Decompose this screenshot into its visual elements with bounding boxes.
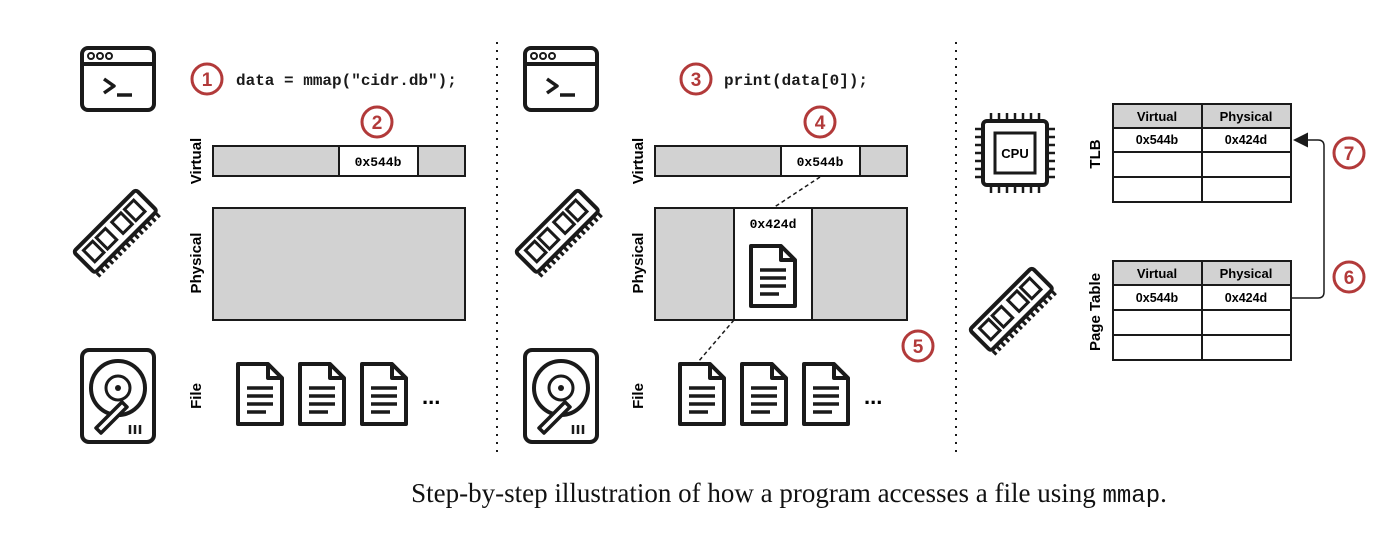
hard-drive-icon: [80, 348, 156, 444]
tlb-table: Virtual Physical 0x544b 0x424d: [1112, 103, 1292, 203]
hard-drive-icon: [523, 348, 599, 444]
step-6-circle: [1332, 260, 1366, 294]
panel-3: CPU TLB Page Table Virtual Physical 0x54…: [970, 103, 1366, 361]
file-ellipsis: ...: [422, 384, 440, 409]
ram-icon: [74, 190, 160, 276]
mmap-diagram: 1 data = mmap("cidr.db"); 2 Virtual 0x54…: [0, 42, 1366, 455]
virtual-page: [338, 145, 419, 177]
step-1-number: 1: [202, 70, 213, 91]
file-page-icon: [360, 362, 408, 426]
virtual-label: Virtual: [188, 138, 205, 184]
panel-2: 3 print(data[0]); 4 Virtual 0x544b Physi…: [516, 46, 935, 444]
page-table-cell-physical: 0x424d: [1225, 291, 1267, 305]
file-label: File: [630, 383, 647, 409]
panel-1: 1 data = mmap("cidr.db"); 2 Virtual 0x54…: [74, 46, 466, 444]
file-page-icon: [740, 362, 788, 426]
tlb-cell-virtual: 0x544b: [1136, 133, 1179, 147]
tlb-label: TLB: [1087, 139, 1104, 168]
file-page-icon: [298, 362, 346, 426]
page-table-header-virtual: Virtual: [1137, 266, 1177, 281]
mmap-code: data = mmap("cidr.db");: [236, 72, 457, 90]
step-2-number: 2: [372, 113, 383, 134]
file-page-icon: [678, 362, 726, 426]
file-page-icon: [802, 362, 850, 426]
physical-memory-box: [212, 207, 466, 321]
physical-label: Physical: [188, 233, 205, 294]
step-3-number: 3: [691, 70, 702, 91]
step-6-number: 6: [1344, 268, 1355, 289]
physical-address: 0x424d: [750, 217, 797, 232]
step-5-circle: [901, 329, 935, 363]
caption-period: .: [1160, 478, 1167, 508]
tlb-cell-physical: 0x424d: [1225, 133, 1267, 147]
tlb-header-virtual: Virtual: [1137, 109, 1177, 124]
step-1-circle: [190, 62, 224, 96]
step-7-circle: [1332, 136, 1366, 170]
step-3-circle: [679, 62, 713, 96]
physical-label: Physical: [630, 233, 647, 294]
page-table-label: Page Table: [1087, 273, 1104, 351]
virtual-page: [780, 145, 861, 177]
loaded-page-icon: [749, 244, 797, 308]
cpu-chip-label: CPU: [1001, 146, 1028, 161]
virtual-address: 0x544b: [797, 155, 844, 170]
file-ellipsis: ...: [864, 384, 882, 409]
caption-text: Step-by-step illustration of how a progr…: [411, 478, 1103, 508]
terminal-icon: [80, 46, 156, 112]
page-table-to-tlb-arrow: [1291, 132, 1325, 299]
step-5-number: 5: [913, 337, 924, 358]
ram-icon: [516, 190, 602, 276]
ram-icon: [970, 268, 1056, 354]
figure-caption: Step-by-step illustration of how a progr…: [0, 478, 1386, 510]
step-4-number: 4: [815, 113, 826, 134]
file-label: File: [188, 383, 205, 409]
tlb-header-physical: Physical: [1220, 109, 1273, 124]
virtual-to-physical-mapping-line: [772, 176, 821, 209]
step-2-circle: [360, 105, 394, 139]
virtual-label: Virtual: [630, 138, 647, 184]
step-7-number: 7: [1344, 144, 1355, 165]
file-page-icon: [236, 362, 284, 426]
page-table-cell-virtual: 0x544b: [1136, 291, 1179, 305]
file-to-physical-mapping-line: [697, 319, 735, 363]
print-code: print(data[0]);: [724, 72, 868, 90]
page-table: Virtual Physical 0x544b 0x424d: [1112, 260, 1292, 361]
step-4-circle: [803, 105, 837, 139]
caption-code: mmap: [1102, 483, 1161, 510]
terminal-icon: [523, 46, 599, 112]
page-table-header-physical: Physical: [1220, 266, 1273, 281]
virtual-address: 0x544b: [355, 155, 402, 170]
